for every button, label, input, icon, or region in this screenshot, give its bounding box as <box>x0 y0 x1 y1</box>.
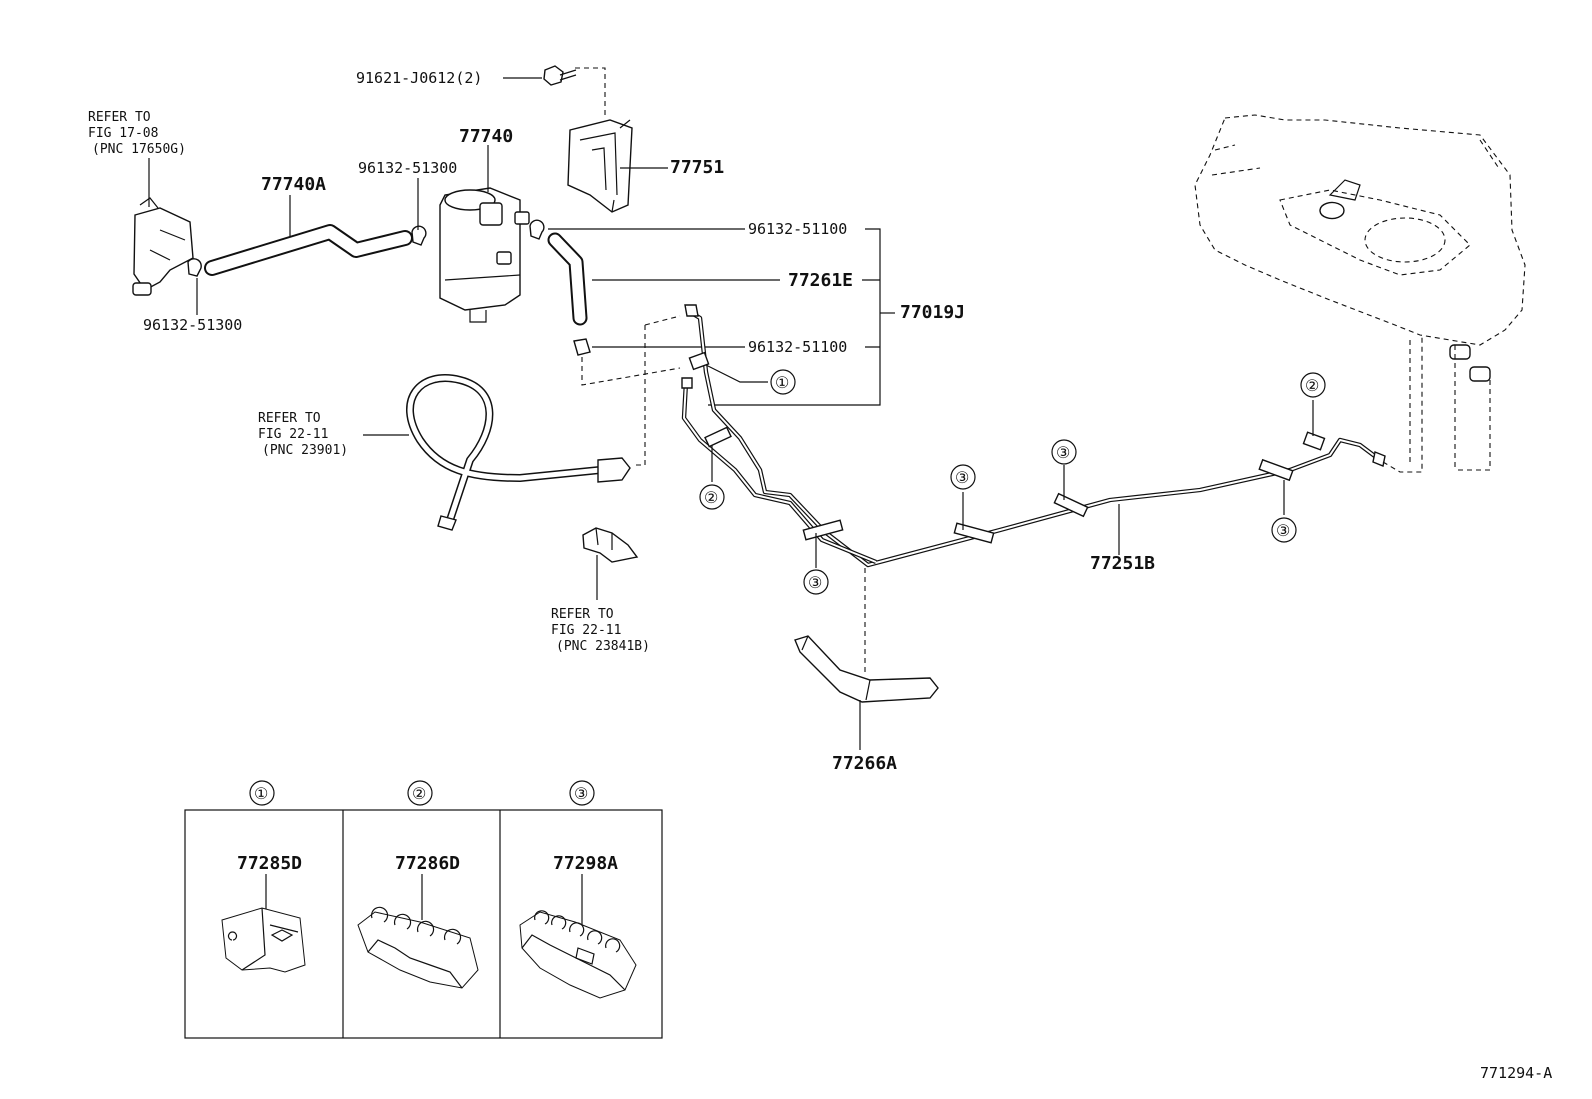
label-hose-e: 77261E <box>788 270 853 291</box>
canister-77740[interactable] <box>439 187 530 323</box>
ref-hose-clamp-line3: (PNC 23841B) <box>556 639 650 654</box>
ref-vsv-line3: (PNC 17650G) <box>92 142 186 157</box>
label-clamp-detail-2: 77286D <box>395 853 460 874</box>
label-tube-b: 77251B <box>1090 553 1155 574</box>
callout-3-tube-c: ③ <box>1051 439 1077 465</box>
svg-text:③: ③ <box>1276 521 1290 540</box>
bracket-77751[interactable] <box>567 119 633 213</box>
callout-1-detail: ① <box>249 780 275 806</box>
label-clamp-detail-1: 77285D <box>237 853 302 874</box>
clamp-left-bottom[interactable] <box>187 258 202 277</box>
svg-text:①: ① <box>254 784 268 803</box>
ref-fuel-hose-line2: FIG 22-11 <box>258 427 328 442</box>
hose-77740A[interactable] <box>204 224 413 276</box>
callout-3-detail: ③ <box>569 780 595 806</box>
clamp-left-top[interactable] <box>411 225 427 246</box>
svg-text:①: ① <box>775 373 789 392</box>
svg-text:②: ② <box>1305 376 1319 395</box>
callout-3-tube-d: ③ <box>1271 517 1297 543</box>
ref-hose-clamp-line2: FIG 22-11 <box>551 623 621 638</box>
callout-1-tube: ① <box>770 369 796 395</box>
label-protector: 77266A <box>832 753 897 774</box>
fuel-tank-outline <box>1194 114 1526 382</box>
clamp-right-mid[interactable] <box>573 338 591 356</box>
svg-text:③: ③ <box>1056 443 1070 462</box>
label-bolt: 91621-J0612(2) <box>356 69 482 87</box>
clamp-details-box <box>184 809 663 1039</box>
ref-vsv-line1: REFER TO <box>88 110 151 125</box>
label-clamp-detail-3: 77298A <box>553 853 618 874</box>
svg-text:③: ③ <box>808 573 822 592</box>
label-clamp-right-top: 96132-51100 <box>748 220 847 238</box>
hose-clamp[interactable] <box>582 527 639 563</box>
callout-2-tube-right: ② <box>1300 372 1326 398</box>
svg-text:③: ③ <box>574 784 588 803</box>
ref-fuel-hose-line1: REFER TO <box>258 411 321 426</box>
clip-tags <box>688 351 1326 544</box>
clamp-77298A[interactable] <box>519 910 637 999</box>
svg-text:③: ③ <box>955 468 969 487</box>
ref-hose-clamp-line1: REFER TO <box>551 607 614 622</box>
callout-2-detail: ② <box>407 780 433 806</box>
label-clamp-right-mid: 96132-51100 <box>748 338 847 356</box>
clamp-77286D[interactable] <box>357 906 479 989</box>
svg-text:②: ② <box>704 488 718 507</box>
label-clamp-bottom-left: 96132-51300 <box>143 316 242 334</box>
ref-vsv-line2: FIG 17-08 <box>88 126 158 141</box>
protector-77266A[interactable] <box>794 635 939 703</box>
diagram-id: 771294-A <box>1480 1064 1552 1082</box>
label-assembly: 77019J <box>900 302 965 323</box>
vsv-valve[interactable] <box>132 197 194 296</box>
callout-3-tube-b: ③ <box>950 464 976 490</box>
svg-text:②: ② <box>412 784 426 803</box>
callout-3-tube-a: ③ <box>803 569 829 595</box>
label-clamp-top-left: 96132-51300 <box>358 159 457 177</box>
label-bracket: 77751 <box>670 157 724 178</box>
label-canister: 77740 <box>459 126 513 147</box>
clamp-right-top[interactable] <box>529 219 545 240</box>
label-hose-a: 77740A <box>261 174 326 195</box>
clamp-77285D[interactable] <box>221 907 306 973</box>
callout-2-tube-left: ② <box>699 484 725 510</box>
hose-77261E[interactable] <box>547 232 588 326</box>
fuel-hose[interactable] <box>406 374 631 531</box>
ref-fuel-hose-line3: (PNC 23901) <box>262 443 348 458</box>
bolt-91621[interactable] <box>543 65 577 86</box>
